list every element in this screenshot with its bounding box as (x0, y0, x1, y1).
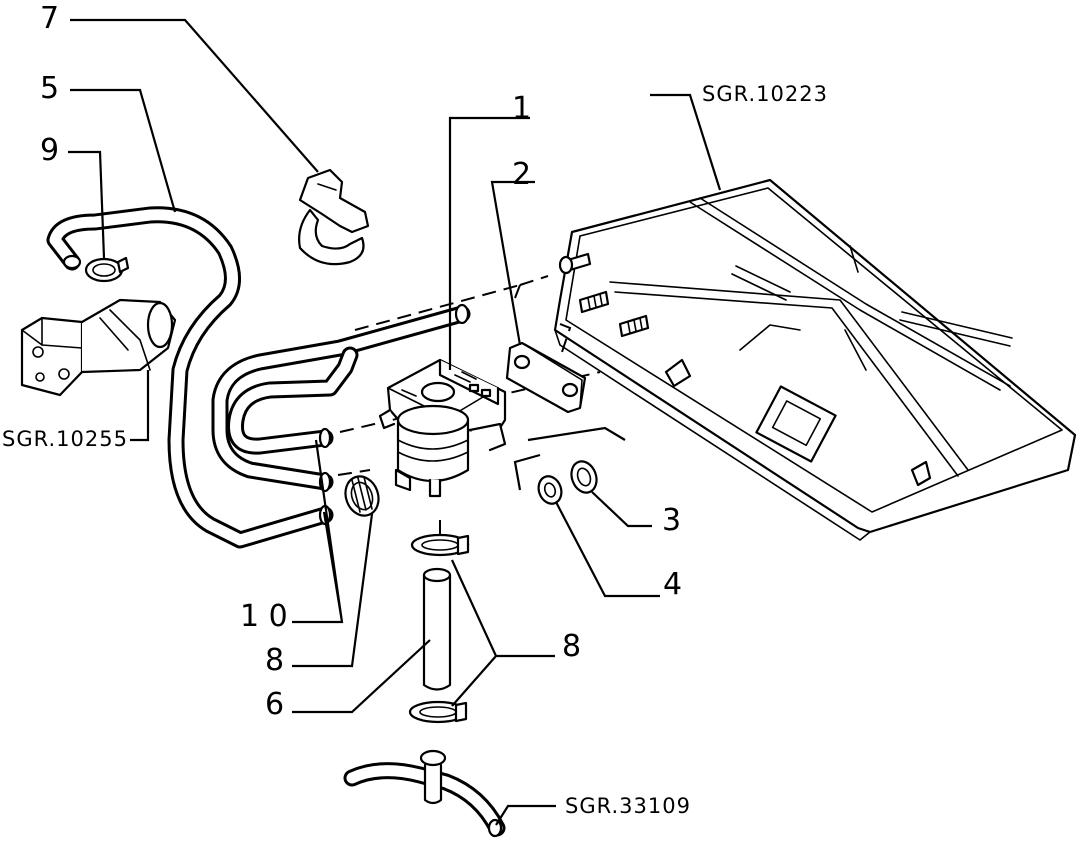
ref-sgr-33109: SGR.33109 (565, 794, 691, 818)
label-part-1: 1 (512, 91, 531, 126)
reference-labels: SGR.10223 SGR.10255 SGR.33109 (2, 82, 828, 818)
connector-sgr-10255 (20, 298, 177, 397)
label-part-2: 2 (512, 157, 531, 192)
fuel-tank (553, 178, 1077, 541)
label-part-5: 5 (40, 71, 59, 106)
fuel-filter-part-1 (378, 358, 507, 498)
tank-studs (558, 252, 650, 338)
nut-part-4 (537, 475, 563, 505)
clamp-part-8-upper (410, 533, 470, 557)
washer-part-3 (570, 460, 598, 494)
part-labels: 7 5 9 1 2 3 4 1 0 8 6 8 (40, 1, 682, 722)
clamp-part-8-lower (408, 700, 468, 724)
label-part-8-right: 8 (562, 629, 581, 664)
hose-part-6 (422, 567, 452, 691)
t-fitting-sgr-33109 (343, 749, 506, 838)
bracket-part-2 (505, 341, 587, 414)
ref-sgr-10255: SGR.10255 (2, 427, 128, 451)
label-part-8-left: 8 (265, 643, 284, 678)
clamp-part-9 (84, 256, 130, 283)
leader-lines (68, 18, 722, 826)
hose-assembly-part-5 (46, 206, 471, 549)
label-part-6: 6 (265, 687, 284, 722)
label-part-10: 1 0 (240, 599, 288, 634)
clip-part-7 (298, 168, 370, 266)
label-part-9: 9 (40, 133, 59, 168)
clamp-part-8-left (344, 475, 380, 517)
label-part-7: 7 (40, 1, 59, 36)
label-part-3: 3 (662, 503, 681, 538)
ref-sgr-10223: SGR.10223 (702, 82, 828, 106)
label-part-4: 4 (663, 567, 682, 602)
